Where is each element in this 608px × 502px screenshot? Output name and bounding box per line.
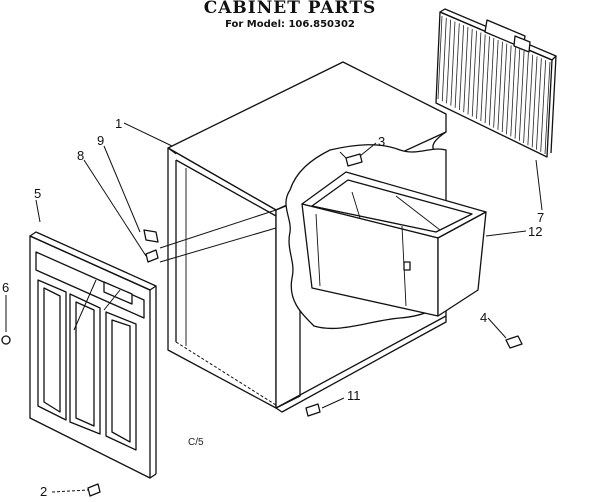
callout-2: 2 xyxy=(40,484,47,499)
screw-part-3 xyxy=(339,151,363,167)
drain-pan xyxy=(301,171,487,317)
plug-part-4 xyxy=(505,335,523,349)
drawing-code: C/5 xyxy=(188,437,204,448)
callout-1: 1 xyxy=(115,116,122,131)
diagram-title: CABINET PARTS xyxy=(203,0,377,18)
callout-3: 3 xyxy=(378,134,385,149)
clip-part-9 xyxy=(143,229,159,243)
screw-part-8 xyxy=(145,249,159,263)
callout-7: 7 xyxy=(537,210,544,225)
callout-4: 4 xyxy=(480,310,487,325)
callout-8: 8 xyxy=(77,148,84,163)
filter-grille xyxy=(435,8,557,158)
screw-part-11 xyxy=(305,403,321,417)
callout-labels: 1 2 3 4 5 6 7 8 9 11 12 C/5 xyxy=(2,116,544,499)
callout-12: 12 xyxy=(528,224,542,239)
callout-11: 11 xyxy=(347,388,361,403)
model-subtitle: For Model: 106.850302 xyxy=(225,19,355,30)
callout-9: 9 xyxy=(97,133,104,148)
leader-lines xyxy=(5,122,543,493)
callout-5: 5 xyxy=(34,186,41,201)
screw-part-6 xyxy=(1,335,11,345)
front-panel xyxy=(29,231,157,479)
callout-6: 6 xyxy=(2,280,9,295)
screw-part-2 xyxy=(87,483,101,497)
